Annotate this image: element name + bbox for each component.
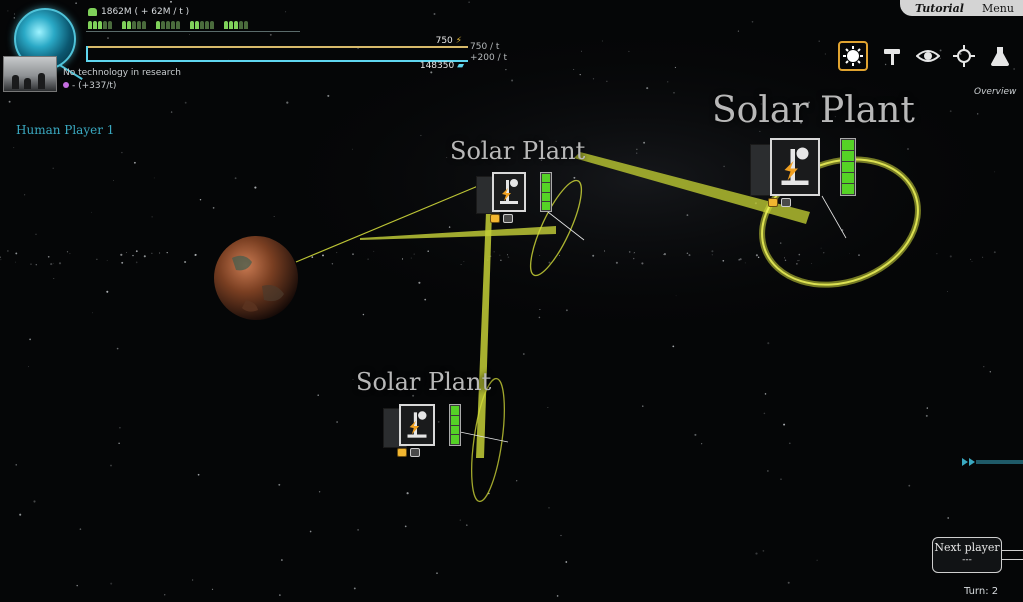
energy-gauge-segment [542,183,550,192]
hammer-icon[interactable] [877,41,907,71]
link-badge[interactable] [781,198,791,207]
energy-gauge-segment [542,201,550,210]
population-group [88,21,112,29]
solar-plant-module[interactable] [750,138,860,214]
population-group [190,21,214,29]
solar-plant-module[interactable] [476,172,556,224]
link-lines [459,195,847,443]
solar-plant-label: Solar Plant [450,137,586,165]
research-icon [63,82,69,88]
credits-bar [88,60,468,62]
energy-gauge [449,404,461,446]
research-status: No technology in research [63,68,181,78]
portrait-figure [38,73,45,89]
planet[interactable] [214,236,298,320]
scroll-right-arrows[interactable] [962,457,1023,467]
credits-rate: +200 / t [470,53,508,63]
next-player-button[interactable]: Next player --- [932,537,1002,573]
energy-gauge-segment [451,415,459,425]
energy-gauge-segment [842,140,854,150]
module-badges [490,214,513,223]
next-player-sub: --- [962,555,972,565]
credits-icon: ▰ [457,61,464,71]
population-readout: 1862M ( + 62M / t ) [88,7,189,17]
energy-gauge-segment [842,162,854,172]
next-player-label: Next player [934,541,1000,554]
energy-gauge-segment [451,425,459,435]
population-divider [86,31,300,32]
crosshair-icon[interactable] [949,41,979,71]
energy-gauge-segment [542,174,550,183]
module-badges [397,448,420,457]
energy-gauge-segment [451,435,459,444]
solar-panel-icon [500,179,518,204]
leader-portrait[interactable] [3,56,57,92]
resource-bar-cap [86,46,88,62]
solar-plant-label: Solar Plant [712,90,915,131]
population-text: 1862M ( + 62M / t ) [101,7,190,17]
module-screen [492,172,526,212]
population-group [224,21,248,29]
power-badge[interactable] [490,214,500,223]
link-badge[interactable] [503,214,513,223]
next-player-connector [1002,550,1023,560]
portrait-figure [12,75,19,89]
eye-icon[interactable] [913,41,943,71]
player-name: Human Player 1 [16,123,115,137]
energy-gauge-segment [842,184,854,194]
power-badge[interactable] [397,448,407,457]
energy-gauge-segment [842,151,854,161]
power-badge[interactable] [768,198,778,207]
energy-icon: ⚡ [455,36,462,46]
module-screen [399,404,435,446]
research-rate: - (+337/t) [63,81,116,91]
top-menu-bar: Tutorial Menu [900,0,1023,16]
portrait-figure [24,78,31,89]
view-mode-label: Overview [974,87,1017,97]
solar-plant-label: Solar Plant [356,368,492,396]
menu-button[interactable]: Menu [981,1,1014,15]
population-group [122,21,146,29]
credits-value-text: 148350 [419,61,455,71]
energy-bar [88,46,468,48]
population-group [156,21,180,29]
population-groups [88,21,248,29]
link-badge[interactable] [410,448,420,457]
solar-plant-module[interactable] [383,404,465,458]
turn-counter: Turn: 2 [964,586,999,597]
energy-rate: 750 / t [470,42,500,52]
research-rate-text: - (+337/t) [72,81,117,91]
energy-gauge-segment [451,406,459,415]
flask-icon[interactable] [985,41,1015,71]
module-badges [768,198,791,207]
solar-panel-icon [781,147,809,185]
energy-gauge-segment [542,192,550,201]
energy-gauge-segment [842,173,854,183]
population-icon [88,8,97,16]
energy-gauge [840,138,856,196]
credits-value: 148350 ▰ [380,61,464,71]
energy-beams [295,152,810,458]
tutorial-button[interactable]: Tutorial [915,1,964,15]
solar-panel-icon [407,411,427,438]
module-screen [770,138,820,196]
sun-icon[interactable] [838,41,868,71]
energy-value: 750 ⚡ [398,36,462,46]
energy-value-text: 750 [435,36,453,46]
energy-gauge [540,172,552,212]
